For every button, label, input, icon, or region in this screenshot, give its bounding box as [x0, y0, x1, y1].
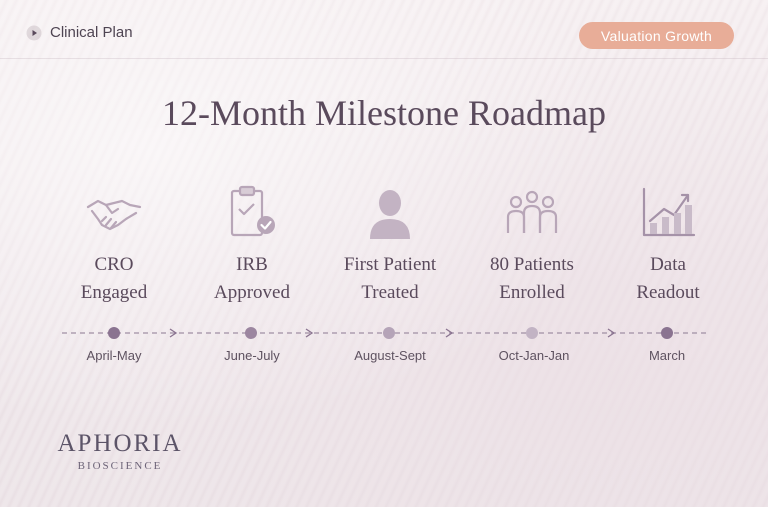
- timeline: [62, 327, 708, 339]
- milestone-date: April-May: [86, 348, 142, 363]
- milestone-date: August-Sept: [354, 348, 426, 363]
- header-bar: Clinical Plan Valuation Growth: [0, 0, 768, 59]
- timeline-arrow: [445, 328, 454, 338]
- bar-chart-icon: [642, 187, 696, 237]
- timeline-dot: [383, 327, 395, 339]
- timeline-dot: [245, 327, 257, 339]
- brand-subtitle: BIOSCIENCE: [77, 460, 163, 472]
- milestone-date: Oct-Jan-Jan: [498, 348, 570, 363]
- milestone-date: June-July: [224, 348, 280, 363]
- milestone-label: IRB Approved: [214, 254, 290, 303]
- milestone-label: Data Readout: [636, 254, 700, 303]
- timeline-dot: [526, 327, 538, 339]
- milestone-cro-engaged: CRO Engaged: [44, 185, 184, 307]
- timeline-arrow: [607, 328, 616, 338]
- milestone-date: March: [648, 348, 686, 363]
- milestone-label: CRO Engaged: [80, 254, 148, 303]
- breadcrumb-label: Clinical Plan: [50, 24, 133, 41]
- milestone-first-patient: First Patient Treated: [320, 185, 460, 307]
- milestone-80-patients: 80 Patients Enrolled: [462, 185, 602, 307]
- group-icon: [506, 190, 558, 233]
- milestone-data-readout: Data Readout: [598, 185, 738, 307]
- timeline-dot: [661, 327, 673, 339]
- milestone-irb-approved: IRB Approved: [182, 185, 322, 307]
- timeline-arrow: [169, 328, 178, 338]
- milestone-label: 80 Patients Enrolled: [490, 254, 574, 303]
- patient-icon: [370, 190, 410, 239]
- milestone-label: First Patient Treated: [343, 254, 437, 303]
- brand-name: APHORIA: [57, 430, 183, 457]
- timeline-dot: [108, 327, 120, 339]
- clipboard-check-icon: [230, 185, 275, 237]
- company-logo: APHORIA BIOSCIENCE: [50, 430, 190, 472]
- valuation-growth-badge[interactable]: Valuation Growth: [579, 22, 734, 49]
- play-icon: [26, 25, 42, 41]
- breadcrumb[interactable]: Clinical Plan: [26, 24, 133, 41]
- timeline-arrow: [305, 328, 314, 338]
- page-title: 12-Month Milestone Roadmap: [162, 93, 606, 133]
- handshake-icon: [86, 199, 142, 231]
